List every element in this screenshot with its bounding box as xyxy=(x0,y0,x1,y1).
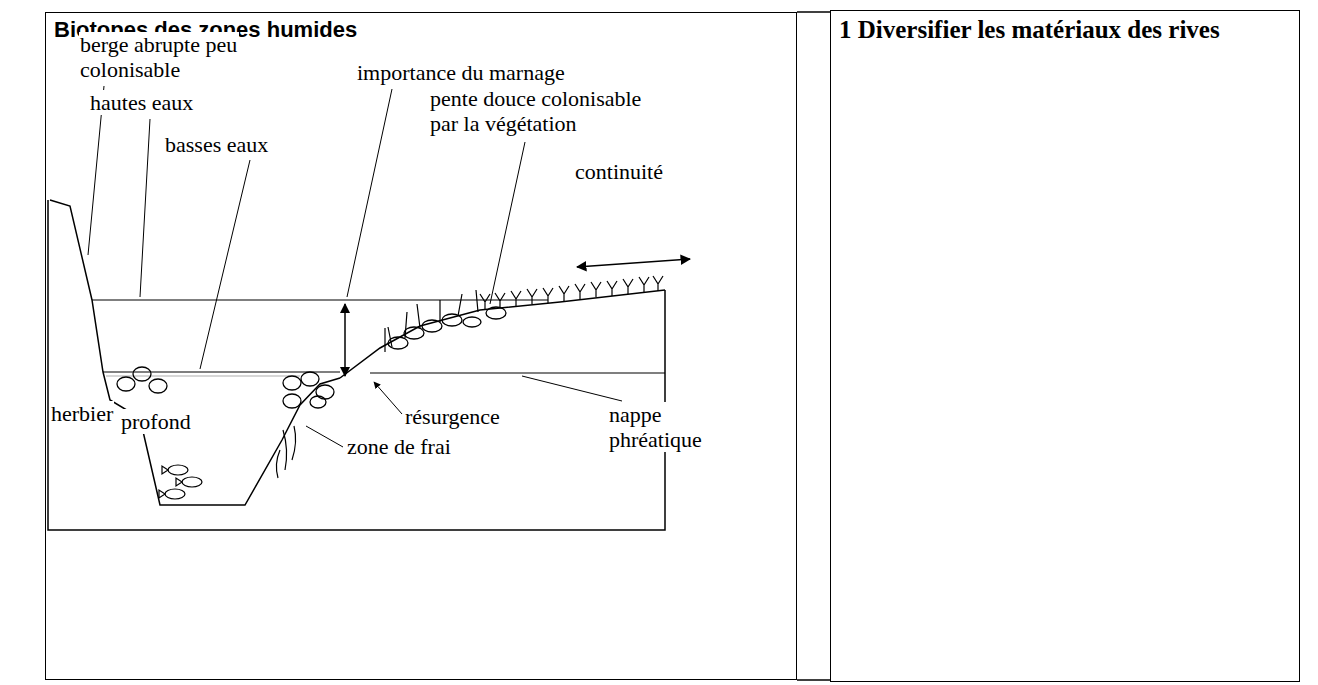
ground-outline xyxy=(48,200,665,530)
grass xyxy=(480,276,663,309)
callout-label: basses eaux xyxy=(164,132,269,157)
spawning-plants xyxy=(276,426,295,478)
callout-label: importance du marnage xyxy=(356,60,566,85)
callout-label: herbier xyxy=(50,401,114,426)
callout-label: continuité xyxy=(574,159,664,184)
callout-label: hautes eaux xyxy=(89,90,194,115)
channel-profile xyxy=(50,200,340,505)
water-table-line xyxy=(370,372,665,373)
low-water-line xyxy=(103,371,340,372)
tidal-range-arrow xyxy=(344,304,346,376)
callout-label: zone de frai xyxy=(346,434,452,459)
rocks xyxy=(117,307,506,408)
high-water-line xyxy=(92,299,548,300)
table-cell: 1 Diversifier les matériaux des rives xyxy=(830,10,1300,682)
callout-label: résurgence xyxy=(404,404,501,429)
reeds xyxy=(385,290,478,352)
table-rule xyxy=(797,679,830,681)
callout-label: nappe phréatique xyxy=(608,402,710,452)
cell-heading: 1 Diversifier les matériaux des rives xyxy=(839,15,1249,45)
leader-lines xyxy=(88,86,622,447)
table-rule xyxy=(797,11,830,13)
callout-label: berge abrupte peu colonisable xyxy=(79,32,239,82)
fish xyxy=(159,465,202,499)
callout-label: profond xyxy=(120,409,192,434)
low-water-line xyxy=(106,376,300,377)
callout-label: pente douce colonisable par la végétatio… xyxy=(429,86,671,136)
continuity-arrow xyxy=(577,259,690,267)
gentle-slope xyxy=(340,290,665,378)
